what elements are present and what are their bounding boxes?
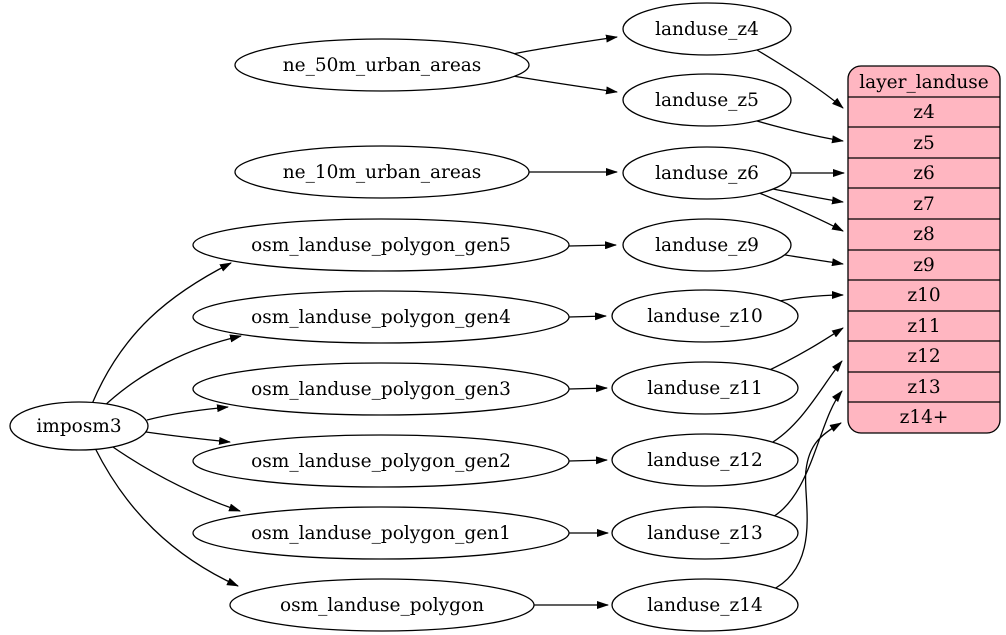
edge-imposm3-osm_landuse_polygon <box>94 447 239 587</box>
edge-osm_landuse_polygon_gen2-landuse_z12 <box>568 456 608 465</box>
record-row-z11: z11 <box>907 316 940 337</box>
record-layer_landuse: layer_landuse z4 z5 z6 z7 z8 z9 z10 z11 … <box>847 65 1001 434</box>
node-landuse_z11: landuse_z11 <box>611 361 799 415</box>
node-osm_landuse_polygon_gen2: osm_landuse_polygon_gen2 <box>192 434 570 488</box>
edge-imposm3-osm_landuse_polygon_gen3 <box>146 404 229 421</box>
edge-landuse_z11-row_z11 <box>760 327 844 375</box>
node-osm_landuse_polygon_gen3: osm_landuse_polygon_gen3 <box>192 362 570 416</box>
node-imposm3-label: imposm3 <box>36 416 121 437</box>
record-row-z8: z8 <box>913 224 935 245</box>
node-landuse_z9: landuse_z9 <box>622 218 792 272</box>
record-row-z4: z4 <box>913 102 935 123</box>
edge-ne_50m_urban_areas-landuse_z5 <box>512 75 618 95</box>
node-landuse_z5: landuse_z5 <box>622 73 792 127</box>
node-landuse_z6: landuse_z6 <box>622 146 792 200</box>
edge-imposm3-osm_landuse_polygon_gen2 <box>145 431 231 445</box>
edge-osm_landuse_polygon_gen4-landuse_z10 <box>568 312 607 321</box>
record-row-z12: z12 <box>907 346 940 367</box>
node-landuse_z14: landuse_z14 <box>611 578 799 632</box>
node-landuse_z6-label: landuse_z6 <box>655 163 759 184</box>
node-osm_landuse_polygon_gen4: osm_landuse_polygon_gen4 <box>192 290 570 344</box>
edge-ne_50m_urban_areas-landuse_z4 <box>512 34 618 55</box>
node-landuse_z4: landuse_z4 <box>622 2 792 56</box>
node-ne_10m_urban_areas: ne_10m_urban_areas <box>234 145 530 199</box>
node-landuse_z12-label: landuse_z12 <box>647 450 763 471</box>
node-osm_landuse_polygon_gen1: osm_landuse_polygon_gen1 <box>192 506 570 560</box>
node-ne_10m_urban_areas-label: ne_10m_urban_areas <box>283 162 482 183</box>
edge-imposm3-osm_landuse_polygon_gen4 <box>101 334 242 409</box>
edge-landuse_z13-row_z13 <box>768 390 843 520</box>
edge-landuse_z12-row_z12 <box>763 360 843 448</box>
node-ne_50m_urban_areas: ne_50m_urban_areas <box>234 38 530 92</box>
nodes-layer: imposm3 ne_50m_urban_areas ne_10m_urban_… <box>9 2 799 632</box>
node-osm_landuse_polygon_gen4-label: osm_landuse_polygon_gen4 <box>251 307 511 328</box>
node-landuse_z5-label: landuse_z5 <box>655 90 759 111</box>
node-landuse_z13: landuse_z13 <box>611 506 799 560</box>
node-osm_landuse_polygon: osm_landuse_polygon <box>229 578 535 632</box>
edge-osm_landuse_polygon_gen3-landuse_z11 <box>568 384 608 393</box>
record-row-z6: z6 <box>913 163 935 184</box>
edge-landuse_z4-row_z4 <box>751 46 844 109</box>
node-ne_50m_urban_areas-label: ne_50m_urban_areas <box>283 55 482 76</box>
node-osm_landuse_polygon_gen5: osm_landuse_polygon_gen5 <box>192 218 570 272</box>
node-landuse_z10: landuse_z10 <box>611 289 799 343</box>
edge-imposm3-osm_landuse_polygon_gen1 <box>109 444 241 512</box>
node-imposm3: imposm3 <box>9 401 149 451</box>
node-landuse_z14-label: landuse_z14 <box>647 595 763 616</box>
edge-landuse_z6-row_z8 <box>756 191 844 232</box>
node-osm_landuse_polygon-label: osm_landuse_polygon <box>280 595 484 616</box>
node-landuse_z13-label: landuse_z13 <box>647 523 763 544</box>
node-landuse_z9-label: landuse_z9 <box>655 235 759 256</box>
record-row-z13: z13 <box>907 377 940 398</box>
edge-osm_landuse_polygon_gen5-landuse_z9 <box>568 241 617 250</box>
record-row-z9: z9 <box>913 255 935 276</box>
edge-landuse_z5-row_z5 <box>749 118 844 144</box>
node-osm_landuse_polygon_gen3-label: osm_landuse_polygon_gen3 <box>251 379 511 400</box>
node-landuse_z4-label: landuse_z4 <box>655 19 759 40</box>
record-row-z5: z5 <box>913 133 935 154</box>
edge-landuse_z6-row_z7 <box>767 187 844 205</box>
edge-landuse_z14-row_z14 <box>769 422 842 592</box>
node-osm_landuse_polygon_gen2-label: osm_landuse_polygon_gen2 <box>251 451 511 472</box>
edge-imposm3-osm_landuse_polygon_gen5 <box>91 262 232 405</box>
record-row-z7: z7 <box>913 194 935 215</box>
node-landuse_z11-label: landuse_z11 <box>647 378 763 399</box>
record-row-z10: z10 <box>907 285 940 306</box>
node-osm_landuse_polygon_gen5-label: osm_landuse_polygon_gen5 <box>251 235 511 256</box>
edge-landuse_z9-row_z9 <box>778 253 844 267</box>
record-row-z14plus: z14+ <box>900 407 949 428</box>
record-title: layer_landuse <box>859 72 989 93</box>
node-landuse_z10-label: landuse_z10 <box>647 306 763 327</box>
edges-layer <box>91 34 845 609</box>
node-osm_landuse_polygon_gen1-label: osm_landuse_polygon_gen1 <box>251 523 511 544</box>
node-landuse_z12: landuse_z12 <box>611 433 799 487</box>
